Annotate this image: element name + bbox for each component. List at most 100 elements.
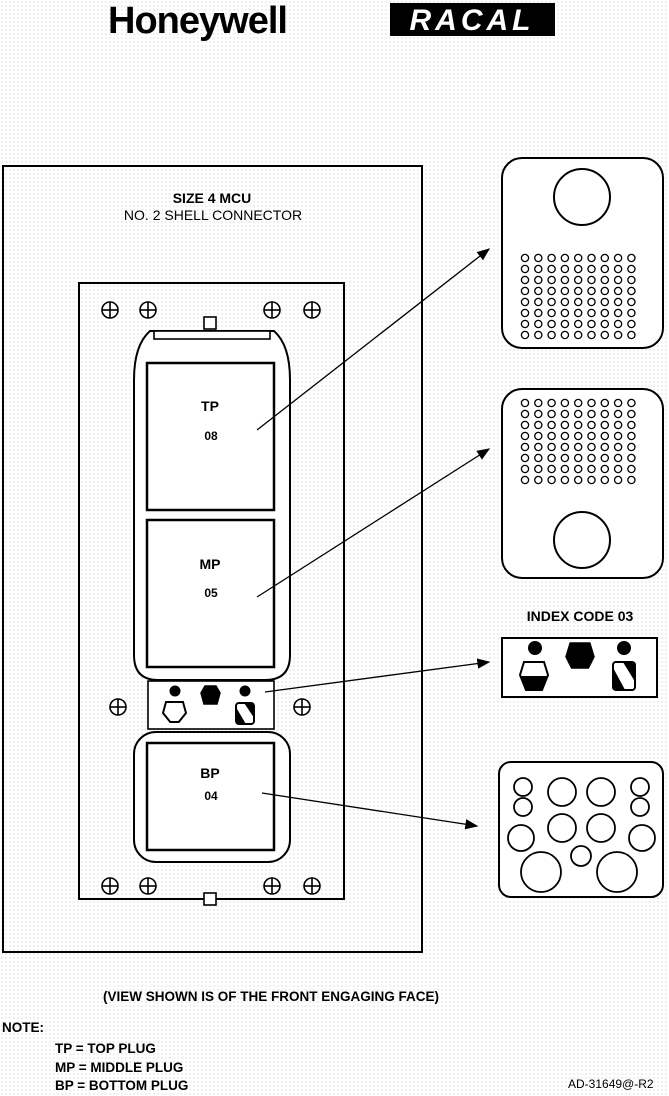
contact-pin [535,265,542,272]
contact-pin [535,276,542,283]
contact-pin [601,476,608,483]
contact-pin [615,399,622,406]
contact-pin [521,410,528,417]
bp-code: 04 [204,789,217,803]
contact-pin [615,287,622,294]
contact-pin [561,399,568,406]
screw-icon [264,878,280,894]
contact-pin [548,309,555,316]
mp-code: 05 [204,586,217,600]
contact-pin [535,454,542,461]
contact-pin [588,331,595,338]
contact-pin [521,287,528,294]
contact-pin [548,465,555,472]
contact-pin [601,298,608,305]
contact-pin [575,399,582,406]
contact-pin [628,421,635,428]
contact-pin [575,432,582,439]
contact-pin [628,309,635,316]
mp-label: MP [200,556,221,572]
bottom-key [204,893,216,905]
contact-pin [615,421,622,428]
tp-guide-hole [554,169,610,225]
contact-pin [615,432,622,439]
contact-pin [548,476,555,483]
contact-pin [588,265,595,272]
contact-pin [548,410,555,417]
screw-icon [140,878,156,894]
contact-pin [521,298,528,305]
screw-icon [102,302,118,318]
contact-hole [571,846,591,866]
contact-pin [535,443,542,450]
contact-pin [561,454,568,461]
contact-hole [631,778,649,796]
contact-pin [535,309,542,316]
contact-pin [588,287,595,294]
contact-pin [548,254,555,261]
contact-pin [521,265,528,272]
contact-pin [521,476,528,483]
index-key-solid [566,643,594,668]
note-heading: NOTE: [2,1020,44,1035]
index-dot [170,686,181,697]
note-item-mp: MP = MIDDLE PLUG [55,1060,183,1075]
contact-pin [561,287,568,294]
contact-pin [615,309,622,316]
contact-hole [587,778,615,806]
contact-pin [575,265,582,272]
contact-pin [628,476,635,483]
contact-pin [535,298,542,305]
contact-pin [548,421,555,428]
contact-pin [615,320,622,327]
contact-pin [535,476,542,483]
contact-pin [588,454,595,461]
note-item-tp: TP = TOP PLUG [55,1041,156,1056]
contact-pin [588,399,595,406]
contact-pin [535,410,542,417]
top-key [204,317,216,329]
contact-pin [521,454,528,461]
contact-pin [561,276,568,283]
index-code-label: INDEX CODE 03 [527,608,634,624]
contact-hole [514,798,532,816]
contact-pin [535,254,542,261]
screw-icon [294,699,310,715]
contact-pin [535,421,542,428]
contact-pin [628,331,635,338]
contact-pin [561,421,568,428]
contact-pin [561,465,568,472]
contact-pin [561,432,568,439]
contact-pin [588,476,595,483]
contact-pin [575,254,582,261]
contact-pin [561,443,568,450]
contact-pin [521,443,528,450]
contact-pin [548,432,555,439]
contact-hole [597,852,637,892]
contact-pin [615,454,622,461]
contact-pin [521,320,528,327]
tp-label: TP [201,398,219,414]
contact-pin [615,298,622,305]
contact-pin [521,276,528,283]
contact-pin [521,421,528,428]
contact-pin [575,410,582,417]
drawing-number: AD-31649@-R2 [568,1077,654,1091]
contact-pin [548,399,555,406]
contact-pin [521,465,528,472]
contact-pin [601,331,608,338]
screw-icon [264,302,280,318]
index-dot [528,641,542,655]
contact-pin [588,410,595,417]
contact-pin [535,432,542,439]
contact-pin [588,320,595,327]
contact-pin [628,265,635,272]
index-key-diagonal [613,662,635,690]
contact-hole [521,852,561,892]
contact-pin [535,320,542,327]
housing-lip [154,331,270,339]
contact-pin [615,265,622,272]
contact-pin [615,443,622,450]
contact-pin [575,465,582,472]
